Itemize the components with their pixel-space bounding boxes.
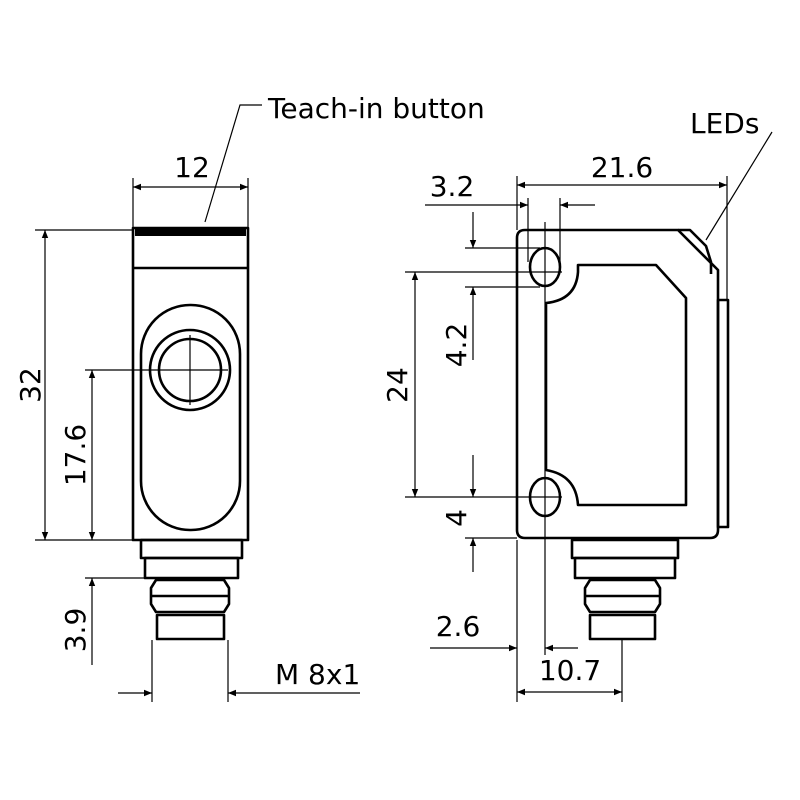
thread-dimension: M 8x1 [275,658,360,691]
front-dimensions: 12 32 17.6 3.9 M 8x1 Teach-in button [14,92,485,702]
hole-spacing-dimension: 24 [381,367,414,403]
depth-dimension: 21.6 [591,151,653,184]
connector-side [570,538,680,641]
height-dimension: 32 [14,367,47,403]
connector-length-dimension: 3.9 [59,608,92,653]
connector-offset-dimension: 10.7 [539,654,601,687]
hole-bottom-dimension: 4 [440,509,473,527]
teach-in-label: Teach-in button [267,92,485,125]
front-view-sensor [85,226,250,641]
hole-offset-dimension: 3.2 [430,170,475,203]
lens-height-dimension: 17.6 [59,424,92,486]
teach-in-button [135,229,246,236]
width-dimension: 12 [174,151,210,184]
side-view-sensor [515,228,730,641]
leds-label: LEDs [690,107,759,140]
inner-window [544,263,688,507]
side-strip [716,298,730,529]
led-cover [678,228,713,274]
hole-size-dimension: 4.2 [440,323,473,368]
connector-front [139,538,244,641]
sensor-body-side [515,228,720,540]
hole-x-dimension: 2.6 [436,610,481,643]
lens-window [139,303,242,532]
side-dimensions: 21.6 3.2 4.2 24 4 2.6 10.7 LEDs [381,107,773,702]
